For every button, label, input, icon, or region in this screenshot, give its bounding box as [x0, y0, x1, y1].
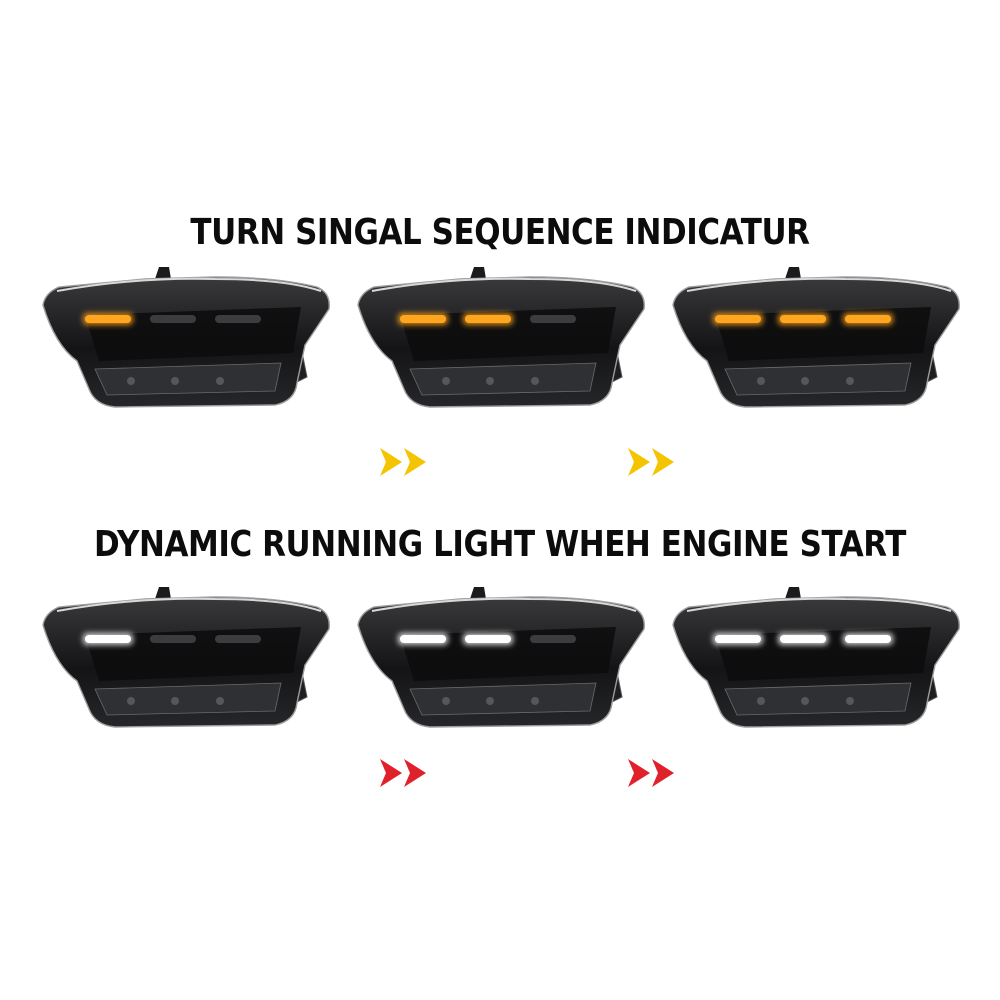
led-segment-on [715, 315, 761, 323]
led-segment-on [780, 635, 826, 643]
chevron-icon [380, 759, 402, 787]
led-segment-off [530, 635, 576, 643]
led-segment-off [215, 635, 261, 643]
chevron-icon [628, 759, 650, 787]
led-segment-off [150, 635, 196, 643]
led-segment-off [530, 315, 576, 323]
led-segment-on [780, 315, 826, 323]
headlight-drl-step-1 [42, 587, 330, 728]
led-segment-on [715, 635, 761, 643]
chevron-icon [652, 448, 674, 476]
turn-sequence-arrows [80, 448, 920, 476]
headlight-drl-step-3 [672, 587, 960, 728]
headlight-drl-step-2 [357, 587, 645, 728]
running-light-arrows [80, 759, 920, 787]
chevron-icon [652, 759, 674, 787]
chevron-icon [404, 759, 426, 787]
led-segment-on [85, 635, 131, 643]
led-segment-on [465, 635, 511, 643]
led-segment-on [400, 635, 446, 643]
led-segment-off [150, 315, 196, 323]
chevron-icon [404, 448, 426, 476]
led-segment-on [845, 635, 891, 643]
led-segment-on [845, 315, 891, 323]
led-segment-on [465, 315, 511, 323]
headlight-turn-step-2 [357, 267, 645, 408]
chevron-icon [380, 448, 402, 476]
running-light-heading: DYNAMIC RUNNING LIGHT WHEH ENGINE START [94, 524, 906, 565]
led-segment-on [85, 315, 131, 323]
headlight-turn-step-1 [42, 267, 330, 408]
headlight-turn-step-3 [672, 267, 960, 408]
led-segment-on [400, 315, 446, 323]
led-segment-off [215, 315, 261, 323]
chevron-icon [628, 448, 650, 476]
turn-signal-heading: TURN SINGAL SEQUENCE INDICATUR [190, 212, 810, 253]
